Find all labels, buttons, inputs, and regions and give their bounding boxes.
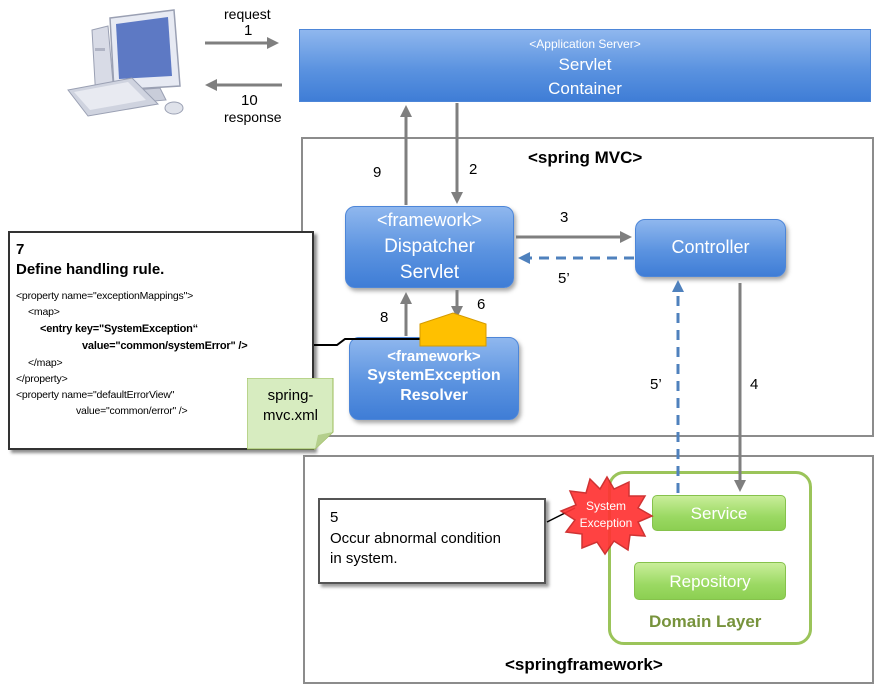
response-number: 10 <box>241 92 258 109</box>
application-server-stereotype: <Application Server> <box>529 37 641 51</box>
service-box: Service <box>652 495 786 531</box>
code-line-6: </property> <box>16 372 68 385</box>
step5-box: 5 Occur abnormal condition in system. <box>318 498 546 584</box>
code-line-1: <property name="exceptionMappings"> <box>16 290 194 302</box>
response-label: response <box>224 109 282 125</box>
arrow-number-8: 8 <box>380 309 389 326</box>
system-exception-label: System Exception <box>571 498 641 532</box>
repository-box: Repository <box>634 562 786 600</box>
system-exception-resolver-box: <framework> SystemException Resolver <box>349 337 519 420</box>
note-line1: spring- <box>267 387 314 404</box>
arrow-number-3: 3 <box>560 209 569 226</box>
system-exception-line1: System <box>585 499 626 513</box>
resolver-connector-shape <box>419 312 487 347</box>
request-label: request <box>224 6 271 22</box>
controller-box: Controller <box>635 219 786 277</box>
domain-layer-label: Domain Layer <box>649 612 762 631</box>
step5-line2: in system. <box>330 550 398 568</box>
step7-code: <property name="exceptionMappings"> <map… <box>16 288 306 420</box>
system-exception-starburst <box>559 475 654 556</box>
application-server-box: <Application Server> Servlet Container <box>299 29 871 102</box>
arrow-number-5-top: 5’ <box>558 270 570 287</box>
springframework-title: <springframework> <box>505 655 663 674</box>
request-number: 1 <box>244 22 253 39</box>
code-line-3: <entry key="SystemException“ <box>40 322 198 335</box>
code-line-4: value="common/systemError" /> <box>82 339 248 352</box>
step7-connector-line <box>313 338 467 346</box>
step7-title: Define handling rule. <box>16 261 165 278</box>
arrow-number-4: 4 <box>750 376 759 393</box>
resolver-label-line2: SystemException <box>367 367 501 384</box>
dispatcher-label: Dispatcher <box>384 235 475 257</box>
servlet-label: Servlet <box>558 55 612 74</box>
resolver-label-line3: Resolver <box>400 387 468 404</box>
spring-mvc-xml-note: spring- mvc.xml <box>247 378 334 450</box>
arrow-number-9: 9 <box>373 164 382 181</box>
step7-number: 7 <box>16 241 25 258</box>
code-line-7: <property name="defaultErrorView" <box>16 389 175 402</box>
arrow-number-6: 6 <box>477 296 486 313</box>
servlet-label-2: Servlet <box>399 262 460 284</box>
arrow-number-5-mid: 5’ <box>650 376 662 393</box>
dispatcher-stereotype: <framework> <box>376 210 483 230</box>
note-line2: mvc.xml <box>263 407 318 425</box>
spring-mvc-title: <spring MVC> <box>528 148 643 167</box>
step5-number: 5 <box>330 509 339 526</box>
system-exception-line2: Exception <box>579 515 633 530</box>
arrow-number-2: 2 <box>469 161 478 178</box>
computer-icon <box>62 8 192 120</box>
controller-label: Controller <box>671 237 750 257</box>
resolver-stereotype: <framework> <box>387 348 481 365</box>
repository-label: Repository <box>669 572 751 591</box>
service-label: Service <box>690 504 748 523</box>
step5-line1: Occur abnormal condition <box>330 529 501 547</box>
dispatcher-servlet-box: <framework> Dispatcher Servlet <box>345 206 514 288</box>
code-line-2: <map> <box>28 306 60 319</box>
container-label: Container <box>548 79 622 98</box>
code-line-8: value="common/error" /> <box>76 405 188 418</box>
code-line-5: </map> <box>28 356 63 369</box>
